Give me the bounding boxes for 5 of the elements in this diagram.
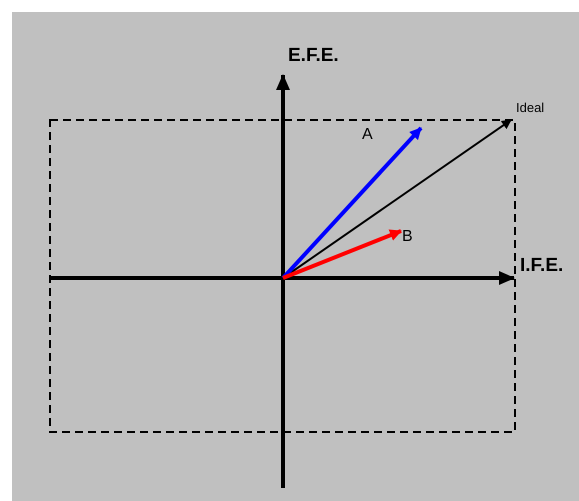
axis-label: E.F.E.: [288, 46, 339, 65]
vector-label: Ideal: [516, 101, 544, 114]
axis-label: I.F.E.: [520, 256, 564, 275]
vector-label: A: [362, 127, 373, 143]
vector-label: B: [402, 229, 413, 245]
